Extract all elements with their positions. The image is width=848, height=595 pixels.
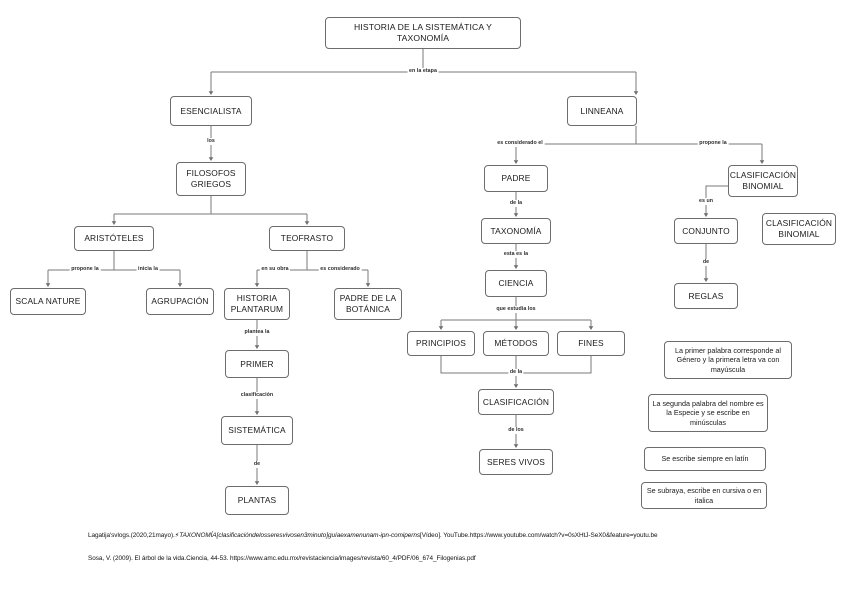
edge-label-que-estudia-los: que estudia los [494,306,538,313]
edge-label-es-considerado: es considerado [318,266,362,273]
edge-label-es-un: es un [697,198,715,205]
edge-label-en-su-obra: en su obra [259,266,291,273]
node-linneana[interactable]: LINNEANA [567,96,637,126]
edge-label-de-plantas: de [252,461,262,468]
node-ciencia[interactable]: CIENCIA [485,270,547,297]
edge-label-de-la-clasificacion: de la [508,369,524,376]
node-fines[interactable]: FINES [557,331,625,356]
node-primer[interactable]: PRIMER [225,350,289,378]
node-padre-botanica[interactable]: PADRE DE LA BOTÁNICA [334,288,402,320]
edge-label-propone-la-binomial: propone la [697,140,729,147]
node-clasificacion-binomial-primary[interactable]: CLASIFICACIÓN BINOMIAL [728,165,798,197]
edge-label-de-los: de los [506,427,526,434]
node-reglas[interactable]: REGLAS [674,283,738,309]
node-clasificacion-binomial-secondary[interactable]: CLASIFICACIÓN BINOMIAL [762,213,836,245]
node-agrupacion[interactable]: AGRUPACIÓN [146,288,214,315]
node-metodos[interactable]: MÉTODOS [483,331,549,356]
edge-label-inicia-la: inicia la [136,266,160,273]
reference-1-title: ⚡TAXONOMÍA[clasificacióndelosseresvivose… [174,532,421,539]
reference-line-2: Sosa, V. (2009). El árbol de la vida.Cie… [88,555,476,562]
note-genero[interactable]: La primer palabra corresponde al Género … [664,341,792,379]
edge-label-es-considerado-el: es considerado el [495,140,545,147]
edge-label-propone-la: propone la [69,266,101,273]
edge-label-en-la-etapa: en la etapa [407,68,439,75]
edge-label-clasificacion: clasificación [239,392,275,399]
note-latin[interactable]: Se escribe siempre en latín [644,447,766,471]
node-sistematica[interactable]: SISTEMÁTICA [221,416,293,445]
node-historia-plantarum[interactable]: HISTORIA PLANTARUM [224,288,290,320]
node-scala-nature[interactable]: SCALA NATURE [10,288,86,315]
reference-line-1: Lagatija'svlogs.(2020,21mayo).⚡TAXONOMÍA… [88,531,658,540]
node-plantas[interactable]: PLANTAS [225,486,289,515]
edge-label-de-reglas: de [701,259,711,266]
node-aristoteles[interactable]: ARISTÓTELES [74,226,154,251]
node-principios[interactable]: PRINCIPIOS [407,331,475,356]
note-cursiva[interactable]: Se subraya, escribe en cursiva o en ital… [641,482,767,509]
edge-label-de-la-taxonomia: de la [508,200,524,207]
node-esencialista[interactable]: ESENCIALISTA [170,96,252,126]
reference-1-url: [Vídeo]. YouTube.https://www.youtube.com… [420,532,658,539]
node-padre[interactable]: PADRE [484,165,548,192]
node-seres-vivos[interactable]: SERES VIVOS [479,449,553,475]
node-clasificacion[interactable]: CLASIFICACIÓN [478,389,554,415]
edge-label-plantea-la: plantea la [243,329,271,336]
node-filosofos-griegos[interactable]: FILOSOFOS GRIEGOS [176,162,246,196]
reference-1-author: Lagatija'svlogs.(2020,21mayo). [88,532,175,539]
edge-label-esta-es-la: esta es la [502,251,530,258]
node-root[interactable]: HISTORIA DE LA SISTEMÁTICA Y TAXONOMÍA [325,17,521,49]
node-taxonomia[interactable]: TAXONOMÍA [481,218,551,244]
node-conjunto[interactable]: CONJUNTO [674,218,738,244]
edge-label-los: los [205,138,217,145]
note-especie[interactable]: La segunda palabra del nombre es la Espe… [648,394,768,432]
node-teofrasto[interactable]: TEOFRASTO [269,226,345,251]
